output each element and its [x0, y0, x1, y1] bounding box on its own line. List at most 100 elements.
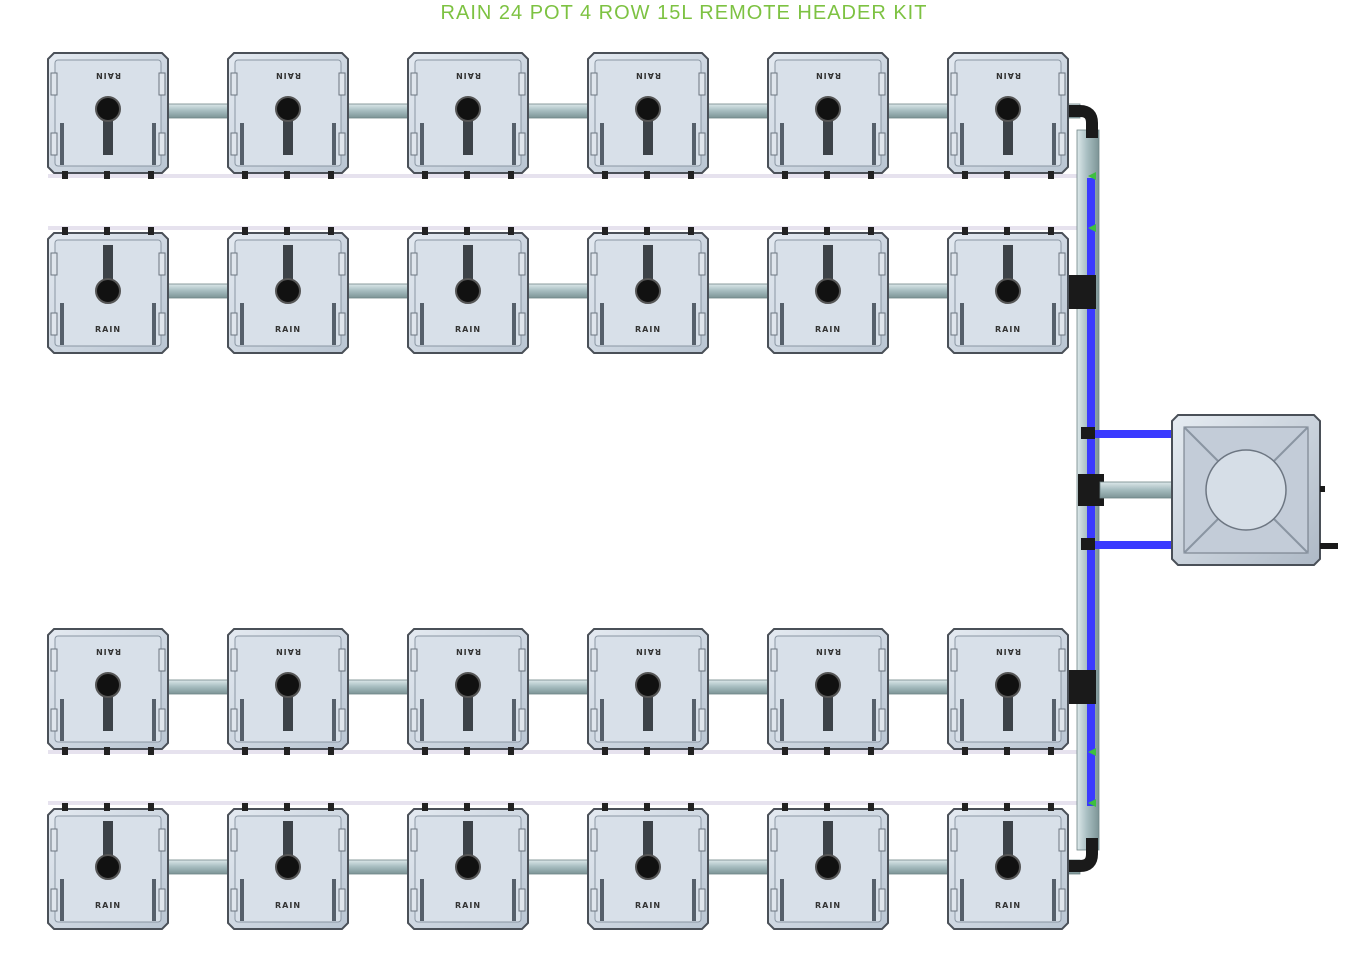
pot-tab	[242, 747, 248, 755]
header-layer	[1171, 414, 1338, 566]
pot-clip	[158, 888, 166, 912]
pot-post	[512, 699, 516, 741]
pot-tab	[1048, 171, 1054, 179]
pot-post	[692, 879, 696, 921]
pot-tab	[422, 227, 428, 235]
pot-clip	[770, 828, 778, 852]
pot-clip	[1058, 708, 1066, 732]
pot-post	[600, 699, 604, 741]
pot-clip	[590, 72, 598, 96]
pot-post	[872, 879, 876, 921]
drain-channel	[463, 685, 473, 731]
drain-channel	[823, 109, 833, 155]
pot-clip	[878, 828, 886, 852]
pot-clip	[230, 708, 238, 732]
pot-tab	[602, 171, 608, 179]
pot-tab	[824, 171, 830, 179]
pot-tab	[1004, 227, 1010, 235]
pot-label: RAIN	[95, 71, 121, 80]
row-feed-pipe	[59, 283, 1081, 299]
elbow-bottom	[1068, 838, 1098, 872]
pot-clip	[230, 252, 238, 276]
pot-clip	[518, 252, 526, 276]
pot-clip	[518, 828, 526, 852]
pot-clip	[158, 252, 166, 276]
pot-tab	[328, 803, 334, 811]
pot-tab	[782, 227, 788, 235]
pipes-layer	[48, 103, 1182, 875]
pot-clip	[410, 888, 418, 912]
pot-post	[512, 123, 516, 165]
pot-post	[692, 699, 696, 741]
pot-post	[692, 303, 696, 345]
pot-label: RAIN	[455, 647, 481, 656]
pot-post	[780, 123, 784, 165]
drain-channel	[283, 245, 293, 291]
pot-label: RAIN	[95, 325, 121, 334]
pot-tab	[148, 171, 154, 179]
pot-tab	[284, 227, 290, 235]
pot-post	[240, 303, 244, 345]
pot-tab	[62, 803, 68, 811]
pot: RAIN	[227, 628, 349, 755]
drip-line	[48, 174, 1093, 178]
pot: RAIN	[767, 803, 889, 930]
drain-hole	[455, 854, 481, 880]
pot-tab	[508, 227, 514, 235]
pot-clip	[410, 828, 418, 852]
drip-connector	[1088, 748, 1096, 756]
drip-connector	[1088, 224, 1096, 232]
pot-post	[60, 699, 64, 741]
pot-clip	[878, 132, 886, 156]
pot-clip	[518, 72, 526, 96]
pot-post	[240, 699, 244, 741]
pot-tab	[644, 227, 650, 235]
tank-port	[1320, 486, 1325, 492]
pot-clip	[950, 828, 958, 852]
pot: RAIN	[47, 52, 169, 179]
pot-tab	[962, 227, 968, 235]
drain-hole	[815, 854, 841, 880]
pot-post	[1052, 123, 1056, 165]
pot-clip	[1058, 252, 1066, 276]
pot-label: RAIN	[635, 325, 661, 334]
drain-channel	[463, 245, 473, 291]
drain-hole	[635, 278, 661, 304]
pot-label: RAIN	[995, 71, 1021, 80]
pot-clip	[230, 72, 238, 96]
pot: RAIN	[947, 803, 1069, 930]
pot-clip	[878, 72, 886, 96]
drain-hole	[275, 672, 301, 698]
pot-clip	[410, 312, 418, 336]
pot-post	[1052, 303, 1056, 345]
pot: RAIN	[227, 803, 349, 930]
drain-channel	[283, 821, 293, 867]
drain-channel	[103, 245, 113, 291]
pot-clip	[698, 648, 706, 672]
pot-tab	[962, 747, 968, 755]
pot-clip	[698, 888, 706, 912]
pot-clip	[770, 252, 778, 276]
pot-label: RAIN	[635, 901, 661, 910]
drain-channel	[463, 821, 473, 867]
pot-label: RAIN	[635, 71, 661, 80]
pot: RAIN	[47, 803, 169, 930]
pot-clip	[590, 888, 598, 912]
pot-tab	[148, 227, 154, 235]
pot-tab	[148, 803, 154, 811]
pot-clip	[230, 828, 238, 852]
pot-post	[872, 699, 876, 741]
pot: RAIN	[767, 227, 889, 354]
pot-clip	[230, 648, 238, 672]
return-branch-top	[1087, 430, 1182, 438]
drip-line	[48, 226, 1093, 230]
pot-label: RAIN	[275, 325, 301, 334]
pot-clip	[338, 252, 346, 276]
drain-hole	[95, 672, 121, 698]
pot-clip	[770, 72, 778, 96]
return-branch-bottom	[1087, 541, 1182, 549]
pot-tab	[104, 227, 110, 235]
pot: RAIN	[587, 803, 709, 930]
pot-label: RAIN	[815, 647, 841, 656]
